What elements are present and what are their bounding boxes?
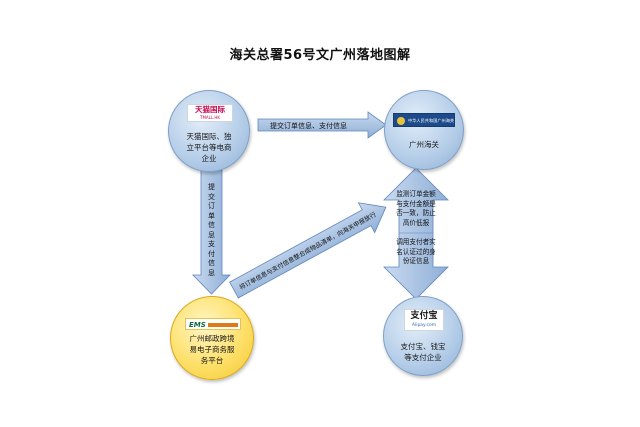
alipay-label: 支付宝、钱宝 等支付企业 (400, 342, 446, 362)
node-tmall: 天猫国际 TMALL.HK 天猫国际、独 立平台等电商 企业 (168, 90, 250, 172)
arrow-label-tmall-to-customs: 提交订单信息、支付信息 (270, 121, 347, 130)
alipay-logo-text: 支付宝 (410, 311, 438, 321)
customs-label: 广州海关 (409, 140, 439, 149)
arrow-label-customs-to-alipay: 监测订单金额 与支付金额是 否一致，防止 高价低报 (396, 190, 436, 227)
arrow-label-alipay-to-customs: 调用支付者实 名认证过的身 份证信息 (396, 238, 436, 265)
ems-logo: EMS (185, 318, 241, 330)
customs-logo-text: 中华人民共和国广州海关 (408, 118, 455, 123)
arrow-tmall-to-ems (192, 169, 231, 295)
node-customs: 中华人民共和国广州海关 广州海关 (384, 90, 464, 170)
arrow-label-ems-to-customs: 将订单信息与支付信息整合成物品清单，向海关申报放行 (238, 210, 378, 291)
page-title: 海关总署56号文广州落地图解 (229, 48, 411, 63)
ems-label: 广州邮政跨境 易电子商务服 务平台 (189, 334, 235, 365)
alipay-logo: 支付宝 Alipay.com (404, 309, 444, 331)
ems-stripe-icon (208, 323, 238, 327)
node-alipay: 支付宝 Alipay.com 支付宝、钱宝 等支付企业 (383, 296, 463, 376)
arrow-customs-alipay (383, 167, 449, 300)
arrow-label-tmall-to-ems: 提交 订单 信息 支付 信息 (208, 183, 215, 277)
tmall-logo-text: 天猫国际 (195, 105, 225, 114)
arrow-ems-to-customs: 将订单信息与支付信息整合成物品清单，向海关申报放行 (229, 202, 387, 299)
tmall-label: 天猫国际、独 立平台等电商 企业 (186, 132, 232, 163)
tmall-logo-sub: TMALL.HK (200, 115, 220, 120)
tmall-logo: 天猫国际 TMALL.HK (187, 104, 233, 122)
ems-logo-text: EMS (189, 321, 206, 329)
node-ems: EMS 广州邮政跨境 易电子商务服 务平台 (170, 296, 254, 380)
arrow-tmall-to-customs (257, 111, 387, 139)
customs-emblem-icon (397, 117, 405, 125)
alipay-logo-sub: Alipay.com (411, 323, 437, 328)
customs-logo: 中华人民共和国广州海关 (393, 113, 455, 127)
